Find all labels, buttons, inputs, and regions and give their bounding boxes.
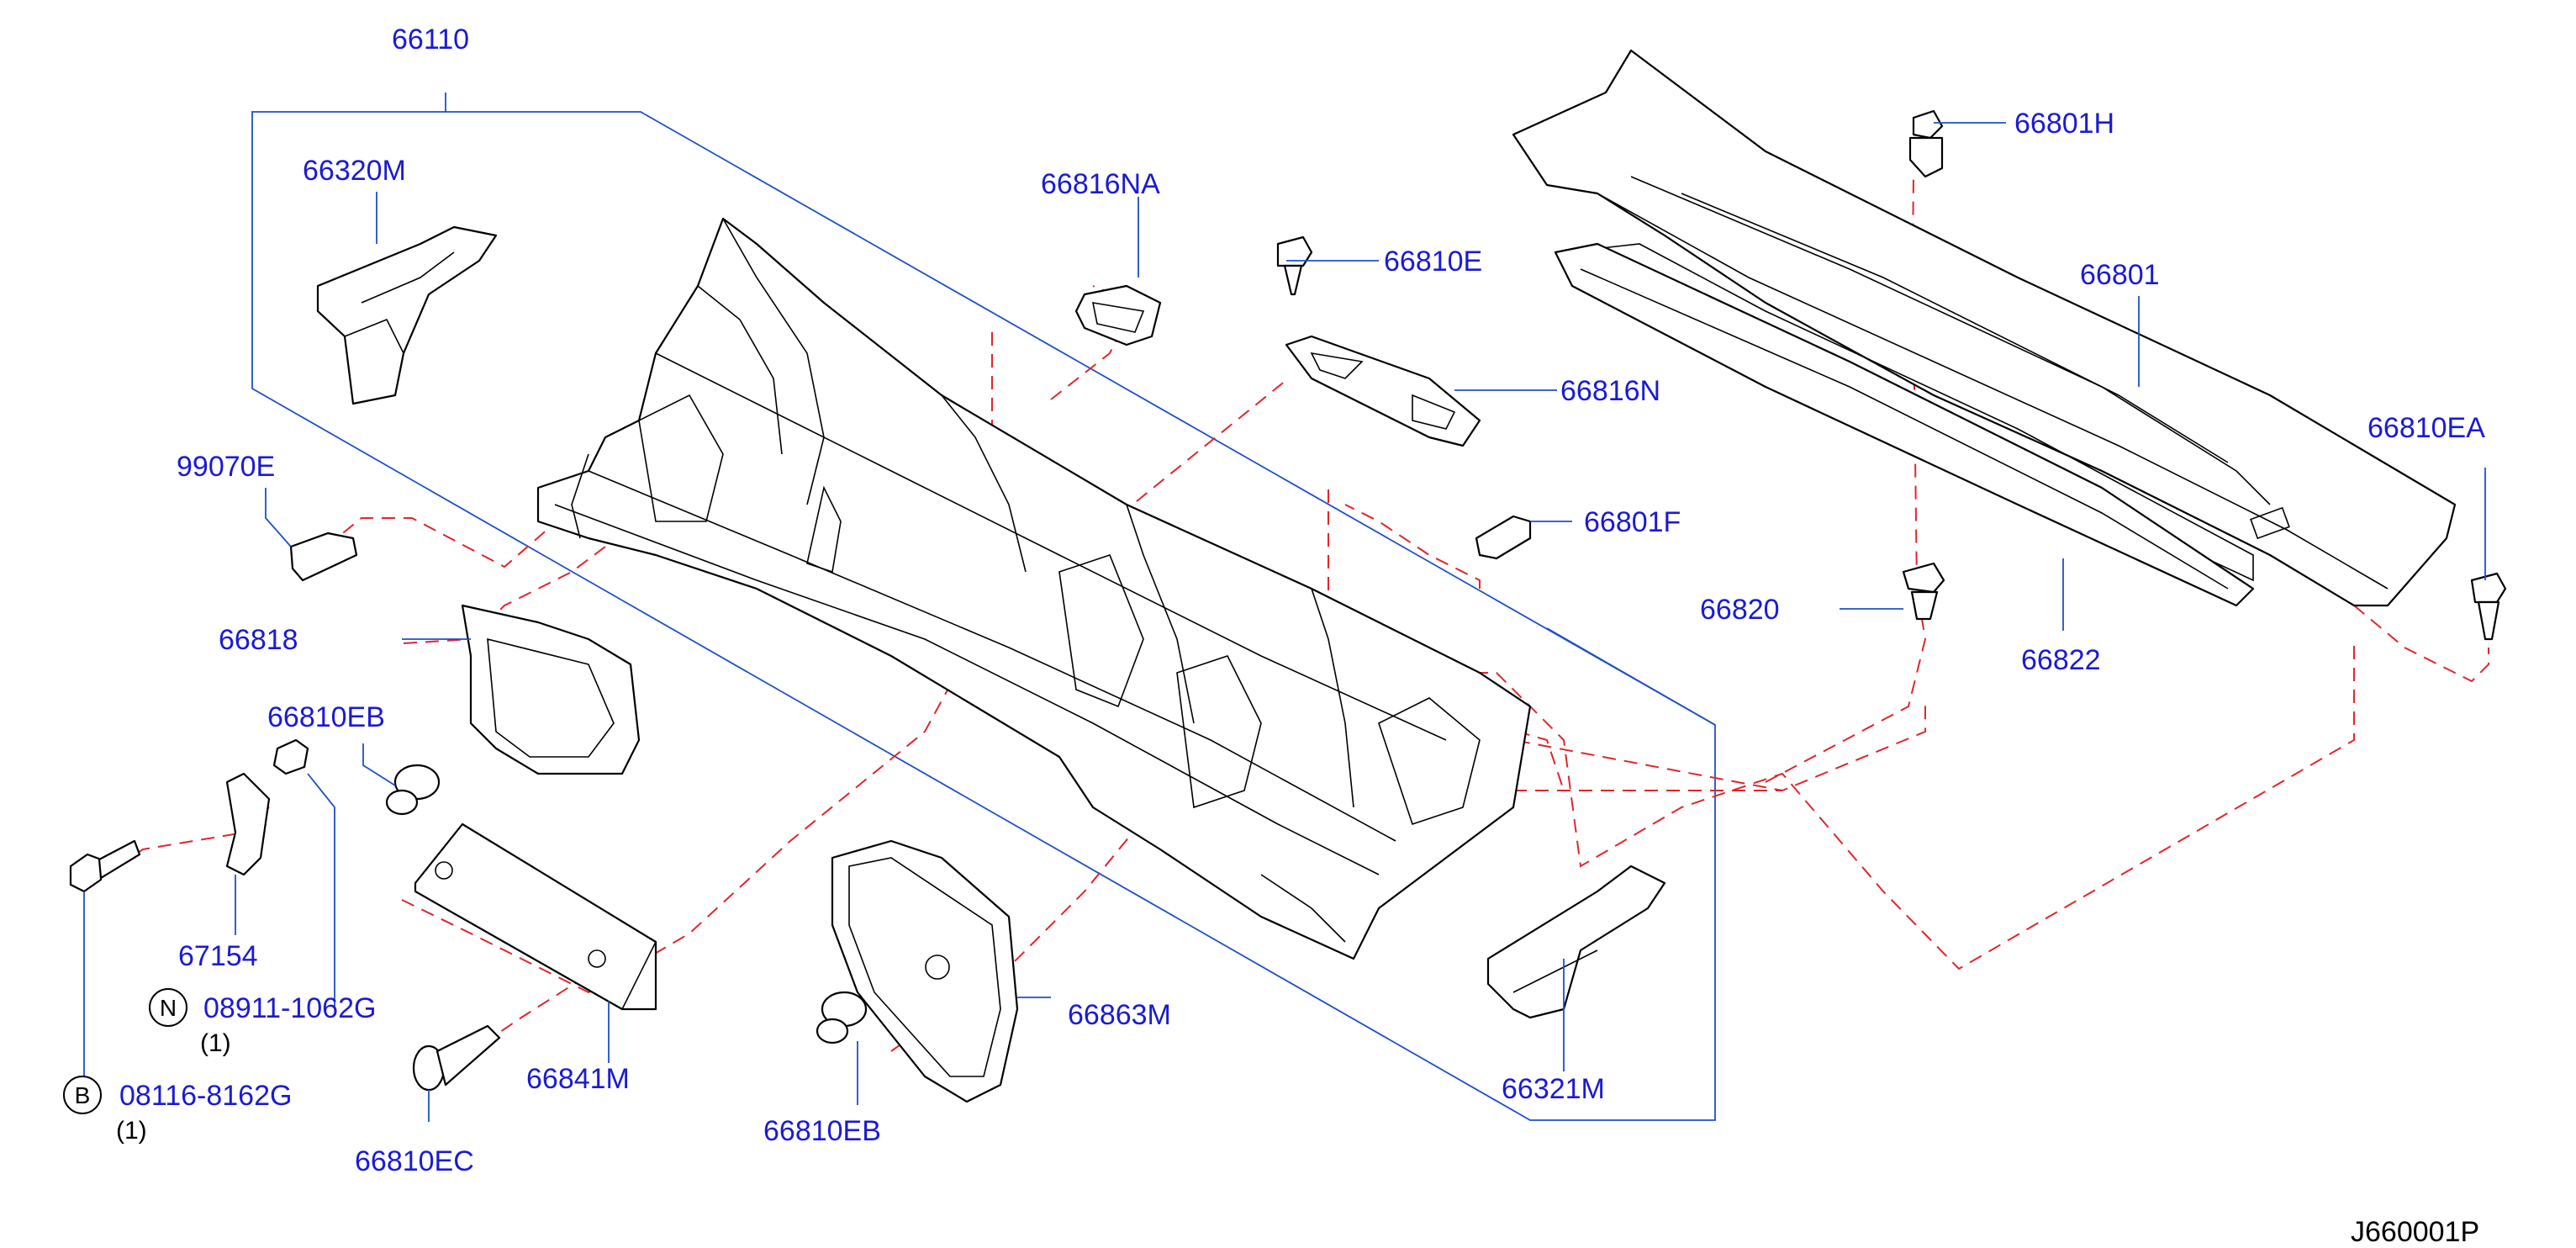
- label-66822: 66822: [2021, 644, 2101, 676]
- clip-99070E: [289, 531, 358, 582]
- grille-66816N: [1285, 335, 1481, 447]
- figure-code: J660001P: [2351, 1216, 2479, 1248]
- label-66321M: 66321M: [1502, 1073, 1605, 1105]
- label-08911-1062G: 08911-1062G: [203, 992, 376, 1024]
- label-66320M: 66320M: [303, 155, 406, 187]
- bracket-66320M: [316, 225, 498, 405]
- clip-66810EA: [2470, 572, 2507, 641]
- label-66801H: 66801H: [2014, 108, 2114, 140]
- label-66810E: 66810E: [1384, 246, 1482, 278]
- label-66810EB-lower: 66810EB: [763, 1115, 881, 1147]
- symbol-B: B: [75, 1082, 91, 1108]
- bracket-66321M: [1486, 865, 1666, 1019]
- clip-66801F: [1475, 515, 1532, 560]
- part-labels: 66110 66320M 66816NA 66810E 66816N 66801…: [63, 24, 2485, 1248]
- clip-66810E: [1276, 235, 1313, 296]
- screw-66810EC: [412, 1024, 501, 1092]
- label-66110: 66110: [392, 24, 469, 56]
- label-66801F: 66801F: [1584, 506, 1681, 538]
- drain-rail-66822: [1554, 242, 2255, 607]
- qty-08911-1062G: (1): [200, 1029, 231, 1057]
- grommet-66810EB-lower: [816, 991, 868, 1044]
- label-66841M: 66841M: [526, 1063, 630, 1095]
- label-67154: 67154: [178, 940, 258, 972]
- label-08116-8162G: 08116-8162G: [119, 1080, 292, 1112]
- symbol-N-circle: [149, 988, 187, 1027]
- label-66816N: 66816N: [1560, 375, 1660, 407]
- label-99070E: 99070E: [177, 451, 275, 483]
- qty-08116-8162G: (1): [116, 1117, 147, 1145]
- leader-lines: [83, 122, 2486, 1122]
- label-66820: 66820: [1700, 594, 1780, 626]
- nut-08911-1062G: [272, 738, 309, 775]
- label-66818: 66818: [219, 624, 298, 656]
- bracket-67154: [225, 772, 271, 876]
- label-66801: 66801: [2080, 259, 2160, 291]
- grille-66816NA: [1074, 284, 1162, 346]
- clip-66820: [1902, 562, 1945, 621]
- symbol-B-circle: [63, 1076, 102, 1114]
- label-66863M: 66863M: [1068, 999, 1171, 1031]
- label-66810EA: 66810EA: [2367, 412, 2485, 444]
- cowl-grille-66801: [1512, 49, 2457, 607]
- grommet-66810EB-upper: [385, 764, 441, 816]
- label-66816NA: 66816NA: [1041, 168, 1160, 200]
- label-66810EB-upper: 66810EB: [267, 701, 385, 733]
- label-66810EC: 66810EC: [355, 1145, 474, 1177]
- block-66841M: [414, 822, 657, 1011]
- dash-panel-66110: [536, 217, 1532, 960]
- insulator-66818: [461, 604, 641, 775]
- symbol-N: N: [160, 995, 177, 1021]
- clip-66801H: [1908, 109, 1944, 178]
- seal-66863M: [831, 839, 1019, 1103]
- bolt-08116-8162G: [69, 839, 141, 893]
